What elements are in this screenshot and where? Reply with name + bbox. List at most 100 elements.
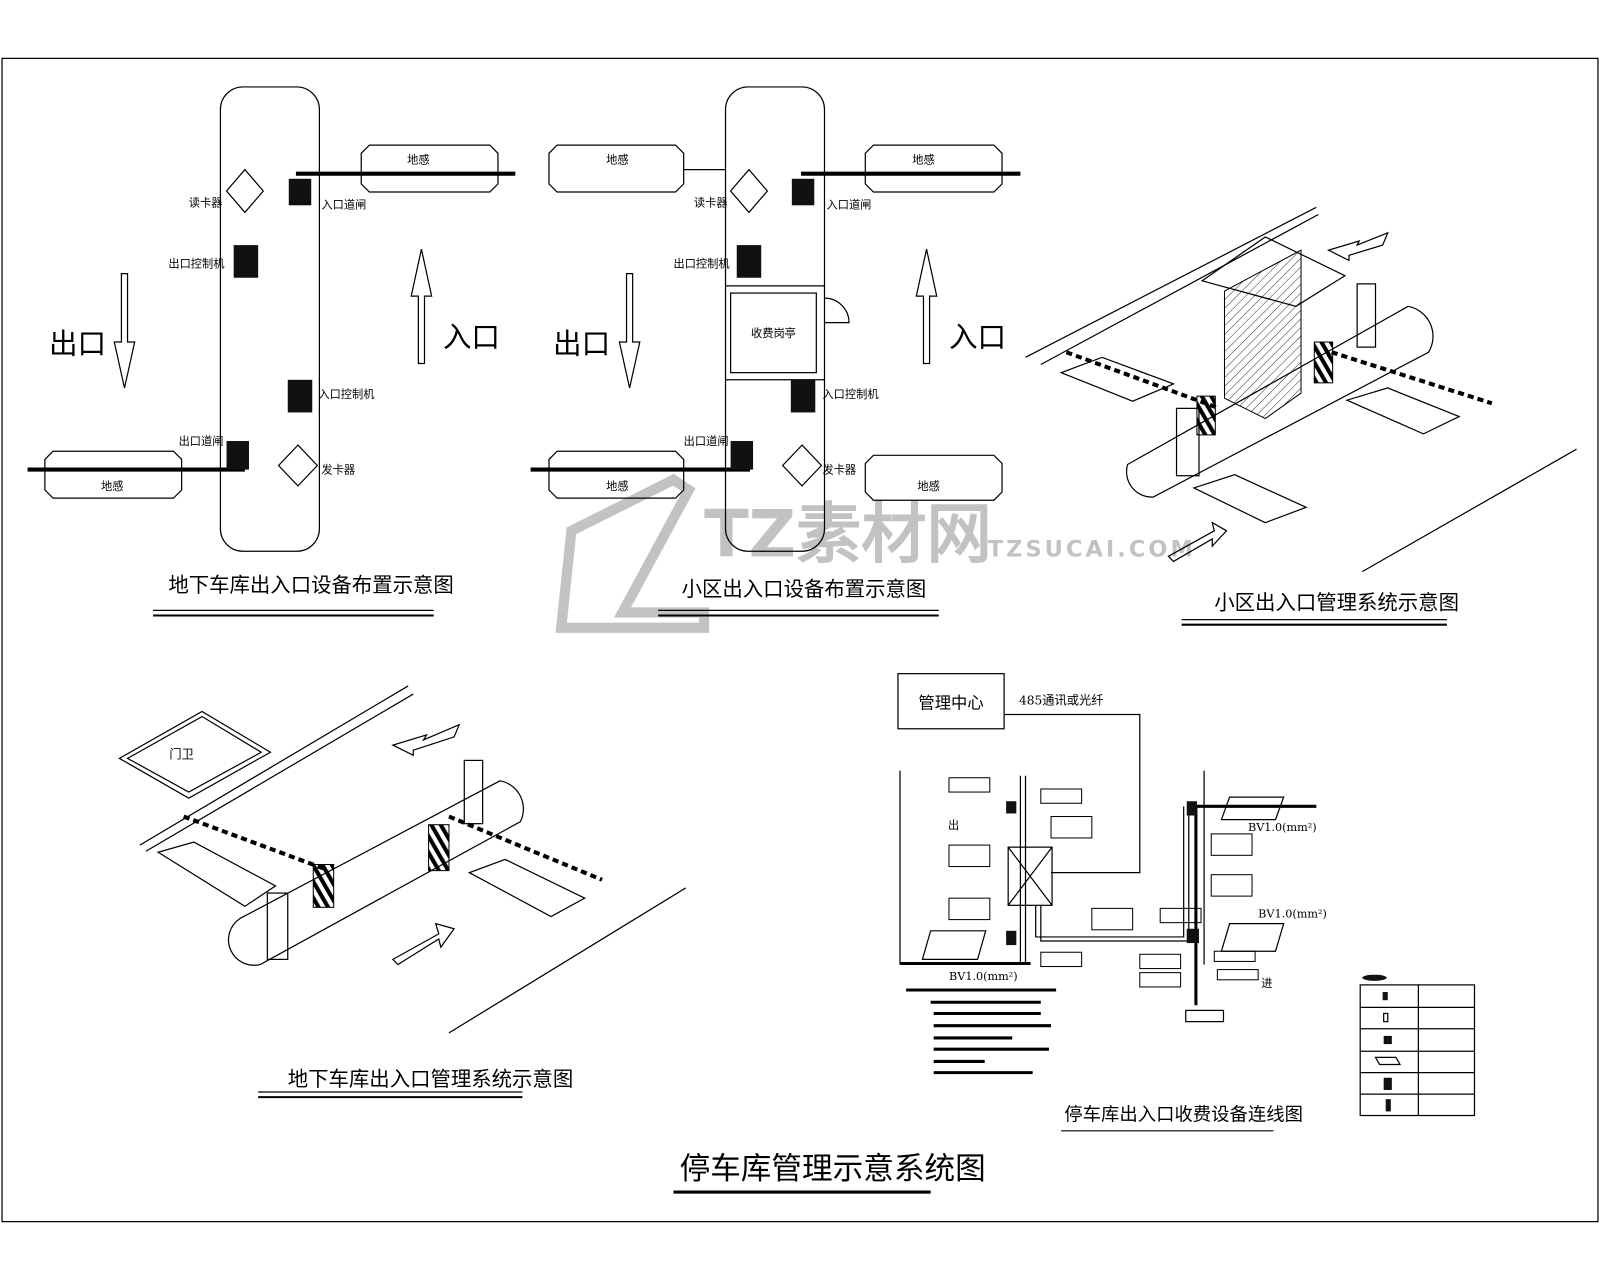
watermark: TZ素材网 TZSUCAI.COM bbox=[555, 473, 1196, 633]
card-dispenser-label: 发卡器 bbox=[822, 463, 856, 477]
loop-sensor bbox=[156, 841, 277, 908]
communication-line bbox=[1004, 713, 1141, 874]
cable-label: BV1.0(mm²) bbox=[1248, 821, 1317, 834]
card-dispenser-label: 发卡器 bbox=[321, 463, 355, 477]
loop-sensor bbox=[1192, 474, 1308, 524]
island bbox=[724, 86, 826, 552]
loop-sensor-label: 地感 bbox=[606, 152, 628, 166]
entry-arrow-icon bbox=[410, 249, 433, 365]
loop-sensor bbox=[548, 144, 685, 193]
legend-symbol-icon bbox=[1383, 1077, 1392, 1090]
loop-sensor bbox=[1345, 387, 1461, 435]
exit-label: 出口 bbox=[49, 326, 106, 360]
panel-title: 小区出入口管理系统示意图 bbox=[1214, 590, 1459, 614]
cable-label: BV1.0(mm²) bbox=[1258, 908, 1327, 921]
loop-sensor bbox=[864, 144, 1003, 193]
island bbox=[227, 780, 525, 966]
card-dispenser-icon bbox=[277, 444, 319, 487]
exit-controller-label: 出口控制机 bbox=[673, 257, 729, 271]
guard-label: 门卫 bbox=[169, 746, 193, 761]
ticket-machine-icon bbox=[1175, 407, 1200, 477]
in-label: 进 bbox=[1261, 977, 1272, 990]
loop-sensor bbox=[467, 858, 587, 918]
loop-sensor-label: 地感 bbox=[912, 152, 934, 166]
booth-icon bbox=[1223, 249, 1302, 420]
entry-controller-icon bbox=[790, 379, 816, 413]
loop-sensor bbox=[921, 930, 987, 961]
panel-underground-isometric: 门卫 地下车库出入口管理系统示意图 bbox=[118, 685, 687, 1099]
out-label: 出 bbox=[948, 818, 959, 832]
door-icon bbox=[824, 297, 850, 324]
ticket-machine-icon bbox=[463, 759, 484, 825]
exit-arrow-icon bbox=[113, 273, 136, 389]
exit-gate-icon bbox=[226, 441, 249, 470]
card-dispenser-icon bbox=[781, 444, 823, 487]
guard-house bbox=[118, 710, 272, 799]
legend-symbol-icon bbox=[1374, 1056, 1402, 1066]
panel-wiring-diagram: 管理中心 485通讯或光纤 BV1.0(mm²) BV1.0(mm²) BV1.… bbox=[897, 673, 1476, 1132]
loop-sensor bbox=[1220, 796, 1285, 821]
legend-symbol-icon bbox=[1383, 1012, 1389, 1023]
barrier-arm bbox=[1331, 350, 1493, 406]
exit-gate-icon bbox=[730, 441, 754, 470]
card-reader-label: 读卡器 bbox=[694, 195, 728, 209]
legend bbox=[1359, 974, 1476, 1117]
panel-title: 停车库出入口收费设备连线图 bbox=[1064, 1105, 1303, 1126]
watermark-url: TZSUCAI.COM bbox=[988, 536, 1196, 562]
loop-sensor bbox=[360, 144, 499, 193]
exit-controller-label: 出口控制机 bbox=[168, 257, 224, 271]
drawing-frame bbox=[1, 57, 1599, 1223]
exit-arrow-icon bbox=[618, 273, 641, 389]
exit-arrow-icon bbox=[1326, 231, 1389, 262]
loop-sensor-label: 地感 bbox=[101, 479, 123, 493]
panel-title: 小区出入口设备布置示意图 bbox=[682, 577, 927, 601]
barrier-arm bbox=[182, 814, 328, 872]
exit-controller-icon bbox=[736, 245, 762, 278]
loop-sensor bbox=[864, 454, 1003, 501]
road-edge bbox=[448, 887, 687, 1034]
loop-sensor-label: 地感 bbox=[917, 479, 939, 493]
barrier-gate-icon bbox=[428, 824, 450, 872]
entry-controller-label: 入口控制机 bbox=[822, 387, 878, 401]
cable-spec-tags bbox=[948, 777, 1259, 988]
booth-roof-icon bbox=[1200, 236, 1347, 307]
card-reader-icon bbox=[729, 168, 769, 214]
controller-box bbox=[1007, 846, 1053, 906]
watermark-brand: TZ素材网 bbox=[704, 496, 992, 572]
spec-box bbox=[1185, 1009, 1225, 1023]
cable-label: BV1.0(mm²) bbox=[949, 970, 1018, 983]
management-center-box bbox=[897, 673, 1005, 730]
card-reader-icon bbox=[225, 168, 265, 214]
exit-gate-label: 出口道闸 bbox=[684, 434, 729, 448]
legend-symbol-icon bbox=[1385, 1099, 1391, 1112]
panel-community-isometric: 小区出入口管理系统示意图 bbox=[1025, 206, 1577, 626]
barrier-arm bbox=[448, 814, 603, 882]
entry-label: 入口 bbox=[949, 320, 1006, 354]
ticket-machine-icon bbox=[1356, 283, 1377, 348]
entry-label: 入口 bbox=[443, 320, 500, 354]
entry-arrow-icon bbox=[1167, 521, 1228, 563]
entry-controller-icon bbox=[287, 379, 313, 413]
barrier-gate-icon bbox=[312, 863, 335, 908]
panel-underground-layout: 地感 地感 读卡器 入口道闸 出口控制机 入口控制机 出口道闸 发卡器 出口 入… bbox=[27, 86, 516, 617]
watermark-logo-icon bbox=[555, 473, 710, 633]
entry-gate-label: 入口道闸 bbox=[827, 197, 872, 211]
panel-community-layout: 收费岗亭 地感 地感 地感 地感 读卡器 入口道闸 出口控制机 入口控制机 出口… bbox=[530, 86, 1021, 617]
exit-label: 出口 bbox=[553, 326, 610, 360]
barrier-arm bbox=[1065, 350, 1221, 411]
panel-title: 地下车库出入口管理系统示意图 bbox=[288, 1067, 573, 1091]
entry-controller-label: 入口控制机 bbox=[318, 387, 374, 401]
ticket-machine-icon bbox=[266, 892, 289, 961]
booth-label: 收费岗亭 bbox=[751, 326, 796, 340]
exit-gate-label: 出口道闸 bbox=[179, 434, 224, 448]
barrier-gate-icon bbox=[1313, 341, 1334, 384]
entry-gate-icon bbox=[791, 178, 815, 206]
island bbox=[1125, 305, 1434, 498]
legend-symbol-icon bbox=[1382, 992, 1388, 1001]
card-reader-label: 读卡器 bbox=[189, 195, 223, 209]
entry-arrow-icon bbox=[915, 249, 938, 365]
barrier-gate-icon bbox=[1196, 395, 1216, 436]
panel-title: 地下车库出入口设备布置示意图 bbox=[168, 573, 453, 597]
loop-sensor-label: 地感 bbox=[606, 479, 628, 493]
